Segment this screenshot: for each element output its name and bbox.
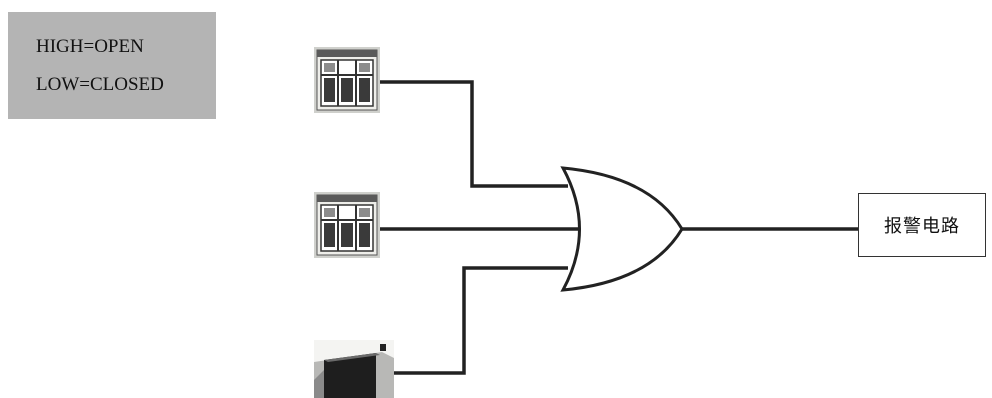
legend-high-label: HIGH=OPEN	[36, 36, 144, 57]
legend-low-label: LOW=CLOSED	[36, 74, 164, 95]
alarm-circuit-label: 报警电路	[884, 216, 960, 237]
wires	[380, 80, 858, 375]
wire-input-1	[380, 80, 568, 188]
alarm-circuit-box: 报警电路	[858, 193, 986, 257]
wire-input-3	[394, 266, 568, 375]
window-icon	[314, 192, 380, 258]
legend-box: HIGH=OPEN LOW=CLOSED	[8, 12, 216, 119]
or-gate-icon	[560, 166, 684, 292]
door-icon	[314, 340, 394, 398]
window-icon	[314, 47, 380, 113]
